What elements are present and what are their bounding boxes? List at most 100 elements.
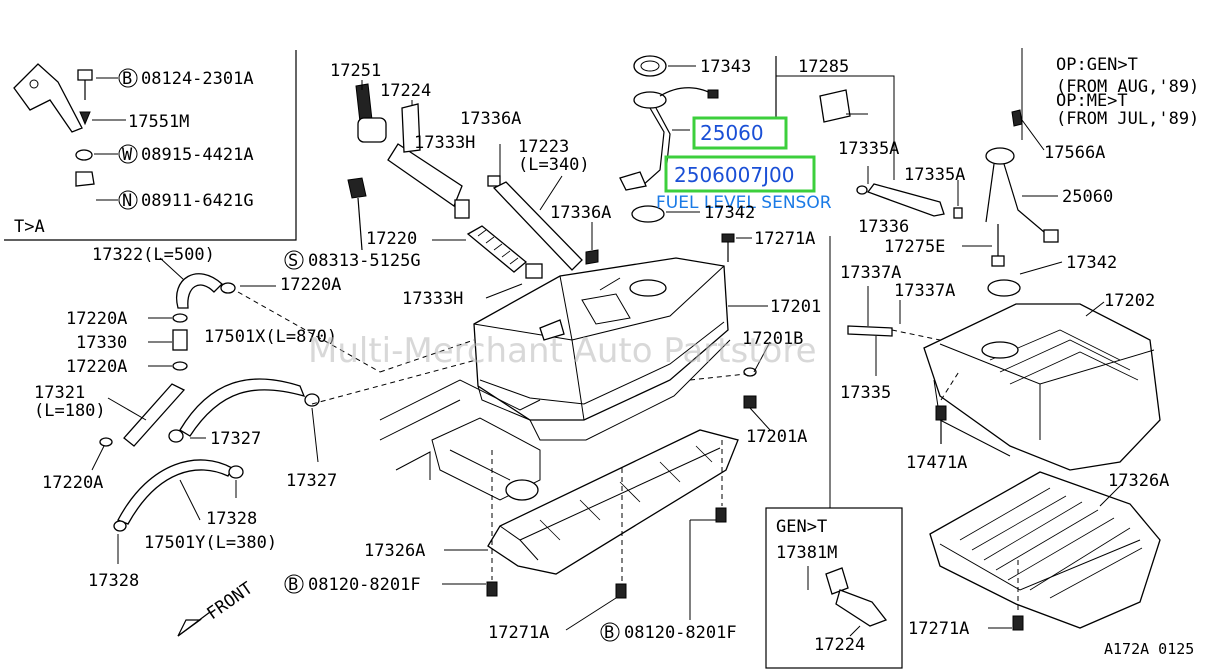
label-17330[interactable]: 17330: [76, 333, 127, 353]
bracket-icon: [13, 63, 83, 133]
inset-gen-t: GEN>T 17381M 17224: [765, 507, 903, 669]
hose-17322-icon: [175, 273, 223, 309]
front-label: FRONT: [203, 578, 256, 624]
label-17337a-b[interactable]: 17337A: [894, 281, 955, 301]
label-17220[interactable]: 17220: [366, 229, 417, 249]
clip-icon: [79, 111, 91, 126]
label-17327-a[interactable]: 17327: [210, 429, 261, 449]
label-17326a-right[interactable]: 17326A: [1108, 471, 1169, 491]
watermark: Multi-Merchant Auto Partstore: [308, 331, 817, 371]
tank-right-body: [923, 303, 1161, 471]
note-line-1: OP:GEN>T: [1056, 55, 1138, 75]
label-17566a[interactable]: 17566A: [1044, 143, 1105, 163]
highlight-part-25060[interactable]: 25060: [700, 121, 764, 145]
label-08120-a[interactable]: 08120-8201F: [308, 575, 421, 595]
filler-cap-icon: [355, 83, 373, 123]
label-17335a-mid[interactable]: 17335A: [904, 165, 965, 185]
inset-gen-frame: [765, 507, 903, 669]
label-08915: 08915-4421A: [141, 145, 254, 165]
inset-frame: [4, 50, 297, 241]
label-17336a-mid[interactable]: 17336A: [550, 203, 611, 223]
circle-n: N: [122, 191, 132, 211]
label-17343[interactable]: 17343: [700, 57, 751, 77]
label-17201[interactable]: 17201: [770, 297, 821, 317]
sender-unit-icon: [633, 91, 667, 109]
exhaust-pipe-icon: [505, 479, 539, 501]
inset-t-a: T>A B 08124-2301A 17551M W 08915-4421A N…: [4, 50, 297, 241]
nut-icon: [75, 171, 95, 187]
label-17333h-bot[interactable]: 17333H: [402, 289, 463, 309]
label-17223-length: (L=340): [518, 155, 590, 175]
label-17201b[interactable]: 17201B: [742, 329, 803, 349]
label-08313[interactable]: 08313-5125G: [308, 251, 421, 271]
label-17223[interactable]: 17223: [518, 137, 569, 157]
label-17326a-left[interactable]: 17326A: [364, 541, 425, 561]
svg-text:B: B: [604, 623, 614, 643]
inset-gen-title: GEN>T: [776, 517, 827, 537]
shield-right-body: [929, 471, 1161, 629]
circle-w: W: [122, 145, 133, 165]
highlight-box-partnumber: [664, 155, 816, 193]
inset-gen-17224: 17224: [814, 635, 865, 655]
label-17220a-2[interactable]: 17220A: [66, 309, 127, 329]
label-17275e[interactable]: 17275E: [884, 237, 945, 257]
fuel-tank-17201: [379, 233, 771, 501]
circle-b-1: B: [122, 69, 132, 89]
label-17337a-a[interactable]: 17337A: [840, 263, 901, 283]
label-17285[interactable]: 17285: [798, 57, 849, 77]
label-17328-b[interactable]: 17328: [88, 571, 139, 591]
part-labels: 17251 17224 17336A 17333H 17223 (L=340) …: [34, 57, 1194, 658]
label-17224[interactable]: 17224: [380, 81, 431, 101]
label-17322[interactable]: 17322(L=500): [92, 245, 215, 265]
bolt-icon: [77, 69, 93, 81]
washer-icon: [75, 149, 93, 161]
module-17285-icon: [819, 89, 851, 123]
label-17342-right[interactable]: 17342: [1066, 253, 1117, 273]
label-17471a[interactable]: 17471A: [906, 453, 967, 473]
label-17201a[interactable]: 17201A: [746, 427, 807, 447]
label-17271a-right[interactable]: 17271A: [908, 619, 969, 639]
label-17335a-top[interactable]: 17335A: [838, 139, 899, 159]
label-17271a-bot[interactable]: 17271A: [488, 623, 549, 643]
label-17327-b[interactable]: 17327: [286, 471, 337, 491]
label-25060-right[interactable]: 25060: [1062, 187, 1113, 207]
label-17202[interactable]: 17202: [1104, 291, 1155, 311]
filler-neck-icon: [387, 143, 463, 208]
highlight-box-part: [692, 116, 788, 150]
label-17501y[interactable]: 17501Y(L=380): [144, 533, 277, 553]
label-17501x[interactable]: 17501X(L=870): [204, 327, 337, 347]
label-17271a-top[interactable]: 17271A: [754, 229, 815, 249]
label-17335[interactable]: 17335: [840, 383, 891, 403]
note-line-4: (FROM JUL,'89): [1056, 109, 1199, 129]
label-17551m: 17551M: [128, 112, 189, 132]
label-17333h-top[interactable]: 17333H: [414, 133, 475, 153]
label-17336a-top[interactable]: 17336A: [460, 109, 521, 129]
fuel-tank-17202: [847, 109, 1161, 471]
label-17328-a[interactable]: 17328: [206, 509, 257, 529]
strap-17337a-icon: [847, 325, 893, 337]
label-17336[interactable]: 17336: [858, 217, 909, 237]
label-17220a-1[interactable]: 17220A: [280, 275, 341, 295]
breather-hose-icon: [492, 181, 583, 271]
hose-17501x-icon: [179, 378, 306, 437]
shield-body: [487, 429, 739, 575]
neck-17224-icon: [835, 589, 888, 627]
fuel-sender-group: [619, 55, 895, 223]
filler-hose-group: [347, 80, 599, 299]
valve-17330-icon: [172, 329, 188, 351]
filler-hose-icon: [466, 225, 528, 273]
sensor-17381m-icon: [825, 567, 849, 595]
diagram-code: A172A 0125: [1104, 640, 1194, 658]
label-08120-b[interactable]: 08120-8201F: [624, 623, 737, 643]
label-17251[interactable]: 17251: [330, 61, 381, 81]
heat-shield-right: [929, 471, 1161, 631]
inset-gen-17381m: 17381M: [776, 543, 837, 563]
label-17321[interactable]: 17321: [34, 383, 85, 403]
label-17342-left[interactable]: 17342: [704, 203, 755, 223]
svg-text:B: B: [288, 575, 298, 595]
label-17220a-4[interactable]: 17220A: [42, 473, 103, 493]
label-17220a-3[interactable]: 17220A: [66, 357, 127, 377]
highlight-partnumber[interactable]: 2506007J00: [674, 163, 794, 187]
